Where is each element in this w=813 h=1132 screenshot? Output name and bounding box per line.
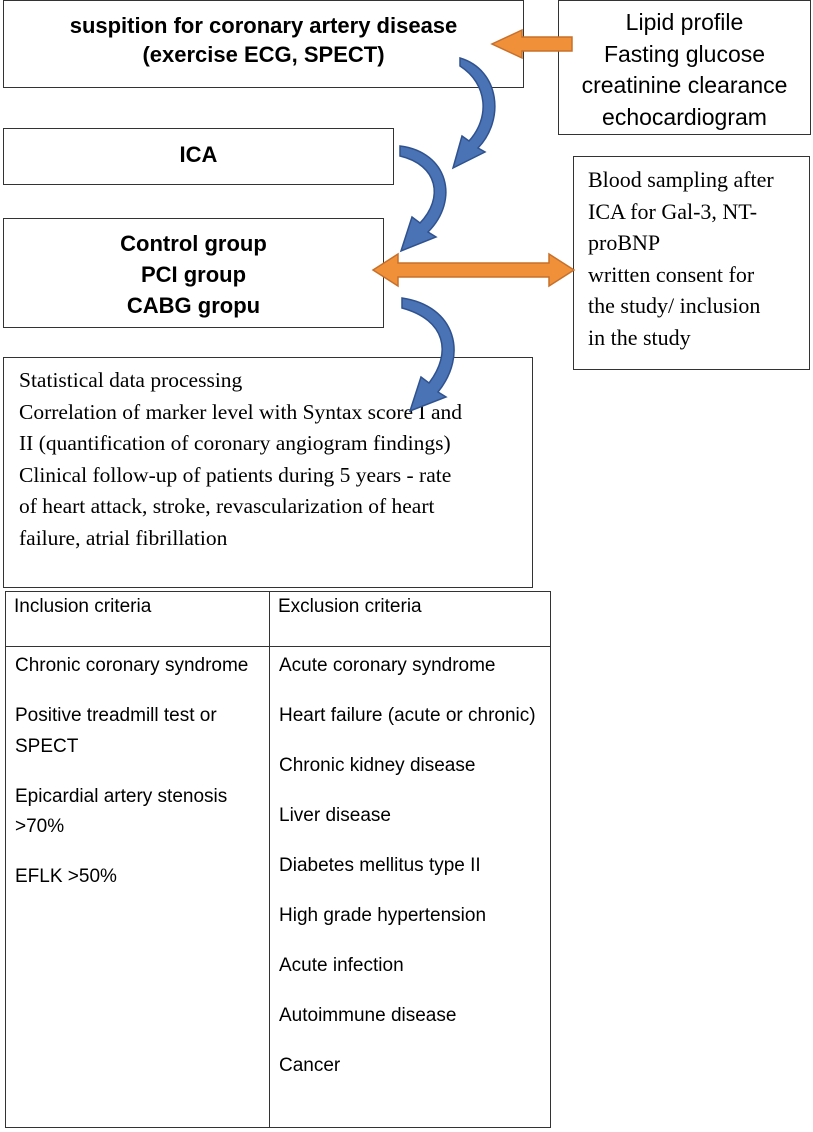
- inclusion-item: Chronic coronary syndrome: [15, 655, 249, 676]
- exclusion-item: High grade hypertension: [279, 905, 487, 926]
- sampling-line: the study/ inclusion: [588, 293, 761, 318]
- stats-line: Statistical data processing: [19, 368, 243, 392]
- suspicion-title: suspition for coronary artery disease: [69, 13, 458, 38]
- test-item: echocardiogram: [602, 103, 767, 130]
- stats-line: II (quantification of coronary angiogram…: [19, 431, 451, 455]
- exclusion-item: Diabetes mellitus type II: [279, 855, 481, 876]
- inclusion-item: Positive treadmill test or SPECT: [15, 705, 217, 757]
- inclusion-item: EFLK >50%: [15, 866, 117, 887]
- inclusion-header: Inclusion criteria: [5, 591, 270, 647]
- group-item: PCI group: [140, 262, 247, 287]
- test-item: Fasting glucose: [603, 40, 766, 67]
- criteria-header-row: Inclusion criteria Exclusion criteria: [5, 591, 551, 647]
- exclusion-list: Acute coronary syndrome Heart failure (a…: [269, 646, 551, 1128]
- exclusion-item: Acute infection: [279, 955, 404, 976]
- sampling-line: Blood sampling after: [588, 167, 774, 192]
- groups-box: Control group PCI group CABG gropu: [3, 218, 384, 328]
- exclusion-item: Autoimmune disease: [279, 1005, 457, 1026]
- group-item: Control group: [120, 231, 267, 256]
- group-item: CABG gropu: [126, 293, 261, 318]
- exclusion-item: Acute coronary syndrome: [279, 655, 496, 676]
- exclusion-item: Chronic kidney disease: [279, 755, 476, 776]
- criteria-table: Inclusion criteria Exclusion criteria Ch…: [5, 591, 551, 1128]
- ica-label: ICA: [179, 142, 218, 167]
- inclusion-list: Chronic coronary syndrome Positive tread…: [5, 646, 270, 1128]
- exclusion-item: Heart failure (acute or chronic): [279, 705, 536, 726]
- blood-sampling-box: Blood sampling after ICA for Gal-3, NT- …: [573, 156, 810, 370]
- ica-box: ICA: [3, 128, 394, 185]
- stats-line: failure, atrial fibrillation: [19, 525, 228, 550]
- test-item: creatinine clearance: [581, 72, 788, 98]
- sampling-line: written consent for: [588, 261, 755, 287]
- stats-line: Correlation of marker level with Syntax …: [19, 399, 462, 424]
- sampling-line: in the study: [588, 324, 691, 350]
- blue-curved-arrow-2: [399, 145, 447, 253]
- inclusion-item: Epicardial artery stenosis >70%: [15, 785, 228, 838]
- statistics-box: Statistical data processing Correlation …: [3, 357, 533, 588]
- suspicion-subtitle: (exercise ECG, SPECT): [142, 42, 385, 67]
- exclusion-item: Cancer: [279, 1055, 341, 1076]
- exclusion-item: Liver disease: [279, 805, 391, 826]
- sampling-line: proBNP: [588, 230, 661, 255]
- baseline-tests-box: Lipid profile Fasting glucose creatinine…: [558, 0, 811, 135]
- test-item: Lipid profile: [625, 9, 744, 35]
- suspicion-box: suspition for coronary artery disease (e…: [3, 0, 524, 88]
- sampling-line: ICA for Gal-3, NT-: [588, 198, 758, 224]
- orange-double-arrow: [371, 252, 576, 288]
- criteria-body-row: Chronic coronary syndrome Positive tread…: [5, 646, 551, 1128]
- exclusion-header: Exclusion criteria: [269, 591, 551, 647]
- stats-line: Clinical follow-up of patients during 5 …: [19, 462, 452, 487]
- stats-line: of heart attack, stroke, revascularizati…: [19, 494, 435, 518]
